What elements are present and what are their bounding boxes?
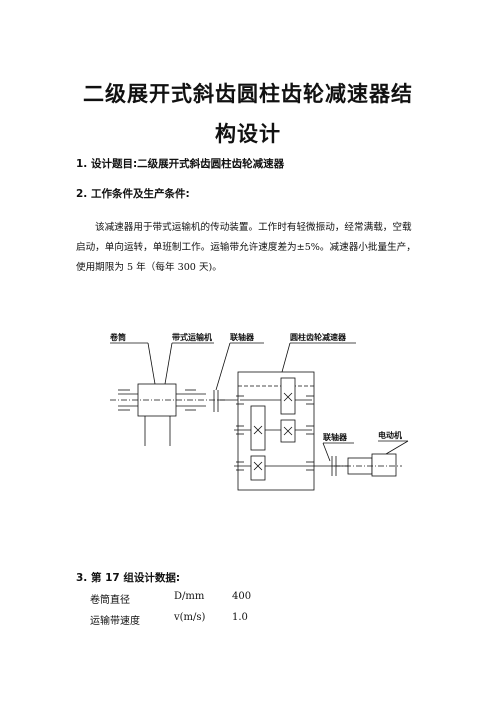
- label-drum: 卷筒: [110, 332, 126, 342]
- section-1-heading: 1. 设计题目:二级展开式斜齿圆柱齿轮减速器: [76, 158, 285, 170]
- data-row-symbol: v(m/s): [174, 612, 206, 623]
- paragraph-line: 该减速器用于带式运输机的传动装置。工作时有轻微振动，经常满载，空载: [95, 222, 412, 233]
- data-row-symbol: D/mm: [174, 591, 205, 602]
- label-reducer: 圆柱齿轮减速器: [290, 332, 347, 342]
- document-title-line-2: 构设计: [215, 122, 281, 146]
- motor: [334, 453, 402, 477]
- label-coupling-right: 联轴器: [323, 432, 348, 442]
- section-3-heading: 3. 第 17 组设计数据:: [76, 572, 181, 584]
- label-motor: 电动机: [378, 430, 402, 440]
- transmission-diagram: 卷筒 带式运输机 联轴器 圆柱齿轮减速器 联轴器 电动机: [110, 332, 409, 491]
- drum: [110, 383, 225, 446]
- data-row-value: 400: [232, 591, 252, 602]
- label-coupling-left: 联轴器: [230, 332, 255, 342]
- label-belt-conveyor: 带式运输机: [172, 332, 212, 342]
- section-2-heading: 2. 工作条件及生产条件:: [76, 188, 190, 200]
- data-row-name: 卷筒直径: [90, 595, 130, 606]
- paragraph-line: 启动，单向运转，单班制工作。运输带允许速度差为±5%。减速器小批量生产，: [76, 242, 416, 253]
- reducer-housing: [234, 371, 335, 491]
- document-title-line-1: 二级展开式斜齿圆柱齿轮减速器结: [83, 82, 413, 106]
- working-conditions-paragraph: 该减速器用于带式运输机的传动装置。工作时有轻微振动，经常满载，空载 启动，单向运…: [76, 218, 428, 278]
- leader-lines: [110, 342, 409, 462]
- left-coupling: [213, 390, 240, 412]
- paragraph-line: 使用期限为 5 年（每年 300 天)。: [76, 262, 222, 273]
- data-row-name: 运输带速度: [90, 616, 140, 627]
- data-row-value: 1.0: [232, 612, 248, 623]
